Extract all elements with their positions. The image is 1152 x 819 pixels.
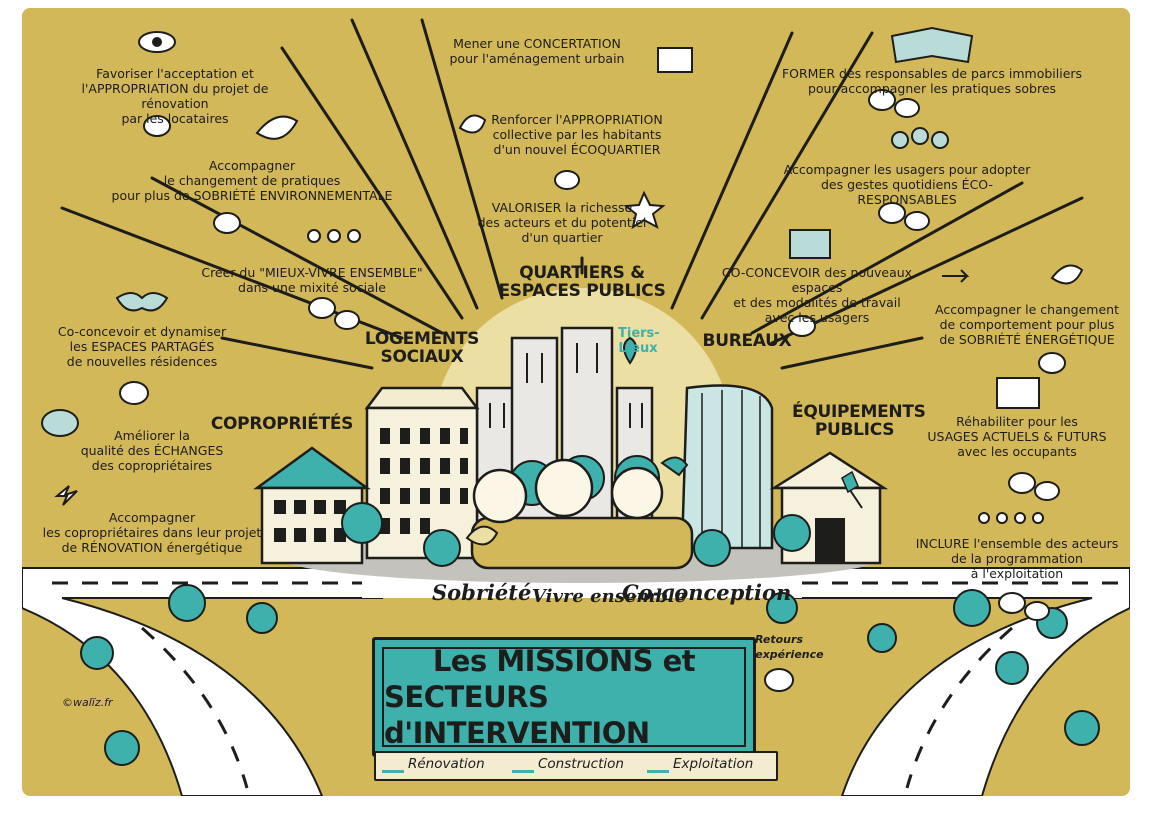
hand-icon (647, 756, 669, 773)
title-line-2: SECTEURS d'INTERVENTION (384, 680, 650, 750)
book-icon (890, 26, 974, 64)
mission-mieux-vivre-ensemble: Créer du "MIEUX-VIVRE ENSEMBLE"dans une … (201, 265, 423, 295)
title-box: Les MISSIONS et SECTEURS d'INTERVENTION (372, 637, 756, 757)
actors-icon (978, 512, 1044, 524)
condo-house (253, 446, 371, 565)
plan-icon (996, 377, 1040, 409)
building-icon (657, 47, 693, 73)
value-sobriete: Sobriété (432, 580, 532, 605)
office-building (680, 384, 774, 550)
retours-experience-label: Retours d'expérience (744, 633, 824, 661)
sector-coproprietes: COPROPRIÉTÉS (210, 414, 354, 434)
mission-former-responsables: FORMER des responsables de parcs immobil… (781, 66, 1083, 96)
sector-equipements-publics: ÉQUIPEMENTS PUBLICS (792, 402, 926, 440)
social-housing-building (364, 386, 480, 560)
illustration (22, 18, 1130, 796)
three-characters (465, 456, 694, 570)
leaf-icon-2 (255, 115, 299, 140)
sector-bureaux: BUREAUX (702, 331, 792, 351)
speech-bubbles (119, 89, 1066, 692)
hammer-icon (512, 756, 534, 773)
phase-construction: Construction (512, 753, 624, 775)
arrow-icon (942, 269, 970, 283)
leaf-icon-3 (1050, 264, 1084, 285)
phases-bar (374, 751, 778, 781)
value-vivre-ensemble: Vivre ensemble (532, 586, 687, 607)
trowel-icon (382, 756, 404, 773)
handshake-icon (115, 292, 169, 312)
value-co-conception: Co-conception (622, 580, 792, 605)
lightning-icon (54, 485, 78, 506)
eye-icon (138, 31, 176, 53)
phase-exploitation: Exploitation (647, 753, 753, 775)
location-pin-icon (623, 336, 637, 365)
tiers-lieux-label: Tiers-Lieux (618, 326, 660, 356)
infographic-board: LOGEMENTS SOCIAUX QUARTIERS & ESPACES PU… (22, 8, 1130, 796)
hand-leaf-icon (458, 114, 487, 134)
chat-bubble-icon (41, 409, 79, 437)
tower-windows (489, 343, 643, 428)
title-inner-frame: Les MISSIONS et SECTEURS d'INTERVENTION (382, 644, 746, 750)
phase-renovation: Rénovation (382, 753, 485, 775)
sector-quartiers: QUARTIERS & ESPACES PUBLICS (498, 263, 666, 301)
sector-logements-sociaux: LOGEMENTS SOCIAUX (364, 329, 480, 367)
star-icon (623, 190, 666, 230)
title-line-1: Les MISSIONS et (432, 644, 696, 678)
group-icon (891, 127, 949, 149)
leaf-icon (465, 525, 499, 546)
office-lines (701, 390, 761, 548)
screen-icon (789, 229, 831, 259)
credit-label: ©walïz.fr (62, 696, 113, 709)
rays (60, 18, 1084, 370)
people-icon (307, 229, 361, 243)
